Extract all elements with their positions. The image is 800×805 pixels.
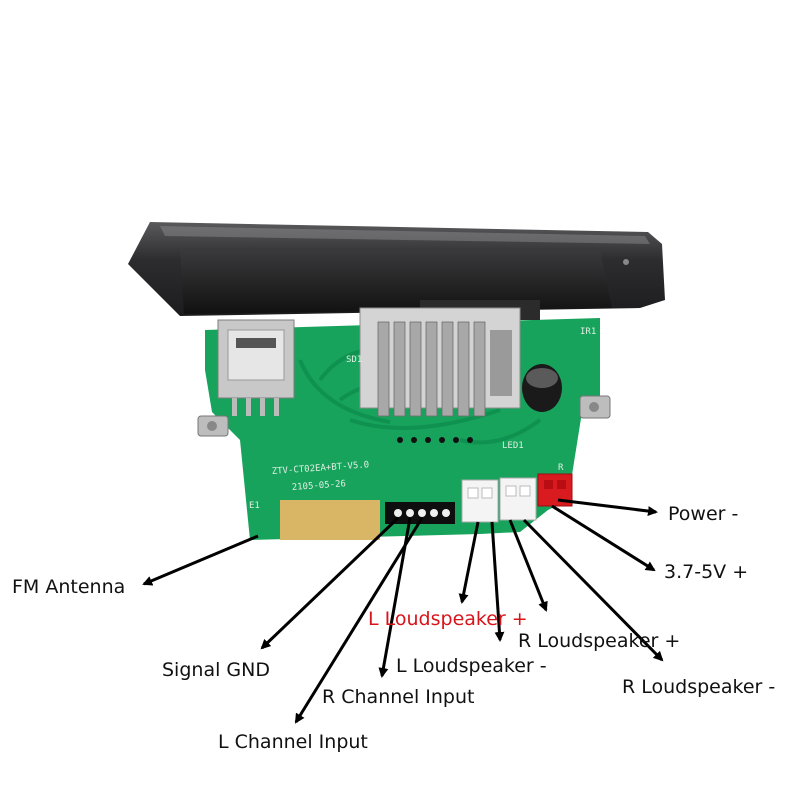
mounting-screw-right [579, 395, 611, 419]
mounting-screw-left [197, 415, 229, 437]
arrow-l-speaker-minus [490, 521, 505, 642]
bluetooth-antenna-pad [280, 500, 380, 540]
arrow-fm-antenna [142, 534, 259, 586]
label-l-speaker-minus: L Loudspeaker - [396, 655, 547, 677]
sd-card-slot [359, 307, 521, 417]
arrow-r-speaker-plus [508, 519, 548, 612]
silk-sd: SD1 [346, 355, 362, 365]
label-l-speaker-plus: L Loudspeaker + [368, 608, 528, 630]
label-power-plus: 3.7-5V + [664, 561, 749, 583]
label-signal-gnd: Signal GND [162, 659, 270, 681]
silk-date: 2105-05-26 [292, 479, 347, 493]
signal-pin-header [385, 502, 455, 524]
label-r-channel-input: R Channel Input [322, 686, 475, 708]
left-speaker-connector [461, 479, 499, 523]
right-speaker-connector [499, 477, 537, 521]
label-r-speaker-plus: R Loudspeaker + [518, 630, 681, 652]
silk-led: LED1 [502, 441, 524, 451]
usb-port [217, 319, 295, 416]
arrow-r-speaker-minus [522, 518, 664, 662]
label-r-speaker-minus: R Loudspeaker - [622, 676, 776, 698]
arrow-power-plus [551, 504, 656, 572]
silk-r: R [558, 463, 564, 473]
faceplate [128, 222, 665, 316]
header-pins [397, 437, 473, 443]
leader-lines [142, 498, 664, 724]
capacitor [522, 364, 562, 412]
arrow-signal-gnd [260, 516, 400, 650]
arrow-l-speaker-plus [458, 521, 480, 604]
silk-ir: IR1 [580, 327, 596, 337]
arrow-power-minus [557, 498, 658, 516]
arrow-l-channel-input [294, 517, 424, 724]
label-fm-antenna: FM Antenna [12, 576, 126, 598]
silk-e1: E1 [249, 501, 260, 511]
label-l-channel-input: L Channel Input [218, 731, 368, 753]
label-power-minus: Power - [668, 503, 739, 525]
